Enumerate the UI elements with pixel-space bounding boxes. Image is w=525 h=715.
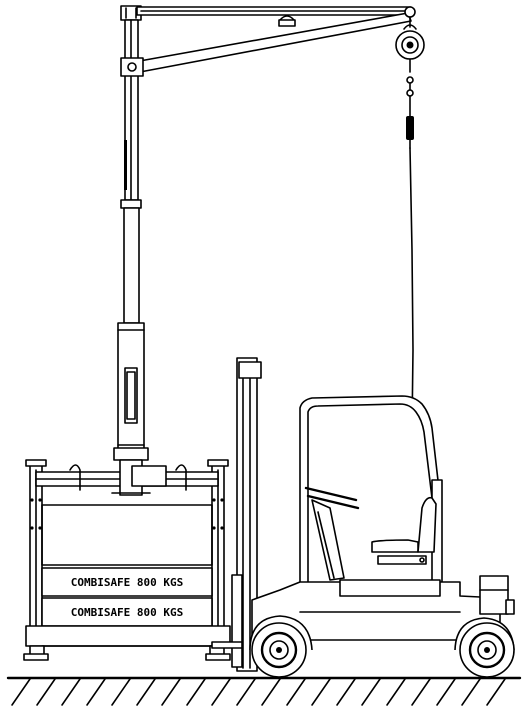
- ground-hatching: [11, 678, 506, 706]
- jib-arm: [120, 6, 416, 77]
- rear-wheel: [459, 622, 515, 678]
- front-wheel: [251, 622, 307, 678]
- counterweight-label-bottom: COMBISAFE 800 KGS: [71, 606, 184, 619]
- counterweight-label-top: COMBISAFE 800 KGS: [71, 576, 184, 589]
- safety-cage: COMBISAFE 800 KGS COMBISAFE 800 KGS: [23, 447, 231, 661]
- ground: [6, 676, 522, 706]
- crane-mast: [117, 5, 145, 454]
- forklift: [211, 357, 515, 678]
